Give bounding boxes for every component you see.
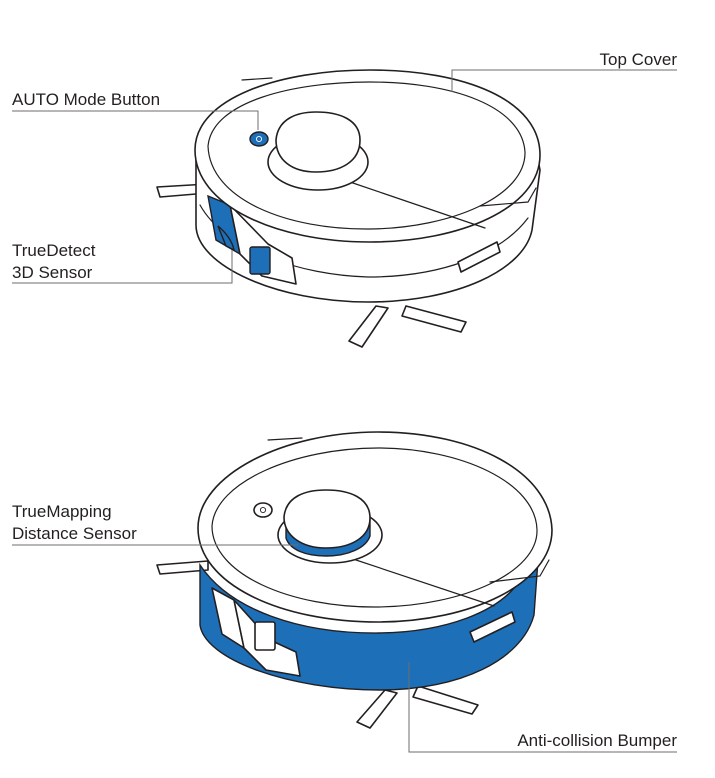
label-truemapping-line1: TrueMapping xyxy=(12,502,112,521)
label-truedetect-line1: TrueDetect xyxy=(12,241,96,260)
label-top-cover: Top Cover xyxy=(600,50,678,69)
robot-bottom-view xyxy=(156,431,553,729)
label-auto-mode-button: AUTO Mode Button xyxy=(12,90,160,109)
auto-mode-button-top xyxy=(249,131,269,147)
labels: Top Cover AUTO Mode Button TrueDetect 3D… xyxy=(12,50,677,750)
truemapping-distance-sensor xyxy=(277,489,383,564)
side-slot-bottom xyxy=(469,611,516,643)
truedetect-3d-sensor xyxy=(207,194,297,285)
side-brushes-bottom xyxy=(156,560,479,729)
lds-turret-top xyxy=(267,111,369,191)
leader-lines xyxy=(12,69,677,753)
label-anti-collision-bumper: Anti-collision Bumper xyxy=(517,731,677,750)
truedetect-window-bottom xyxy=(211,587,301,677)
label-truemapping-line2: Distance Sensor xyxy=(12,524,137,543)
side-slot-top xyxy=(457,241,501,273)
label-truedetect-line2: 3D Sensor xyxy=(12,263,93,282)
auto-mode-button-bottom xyxy=(253,502,273,518)
robot-top-view xyxy=(156,69,541,348)
